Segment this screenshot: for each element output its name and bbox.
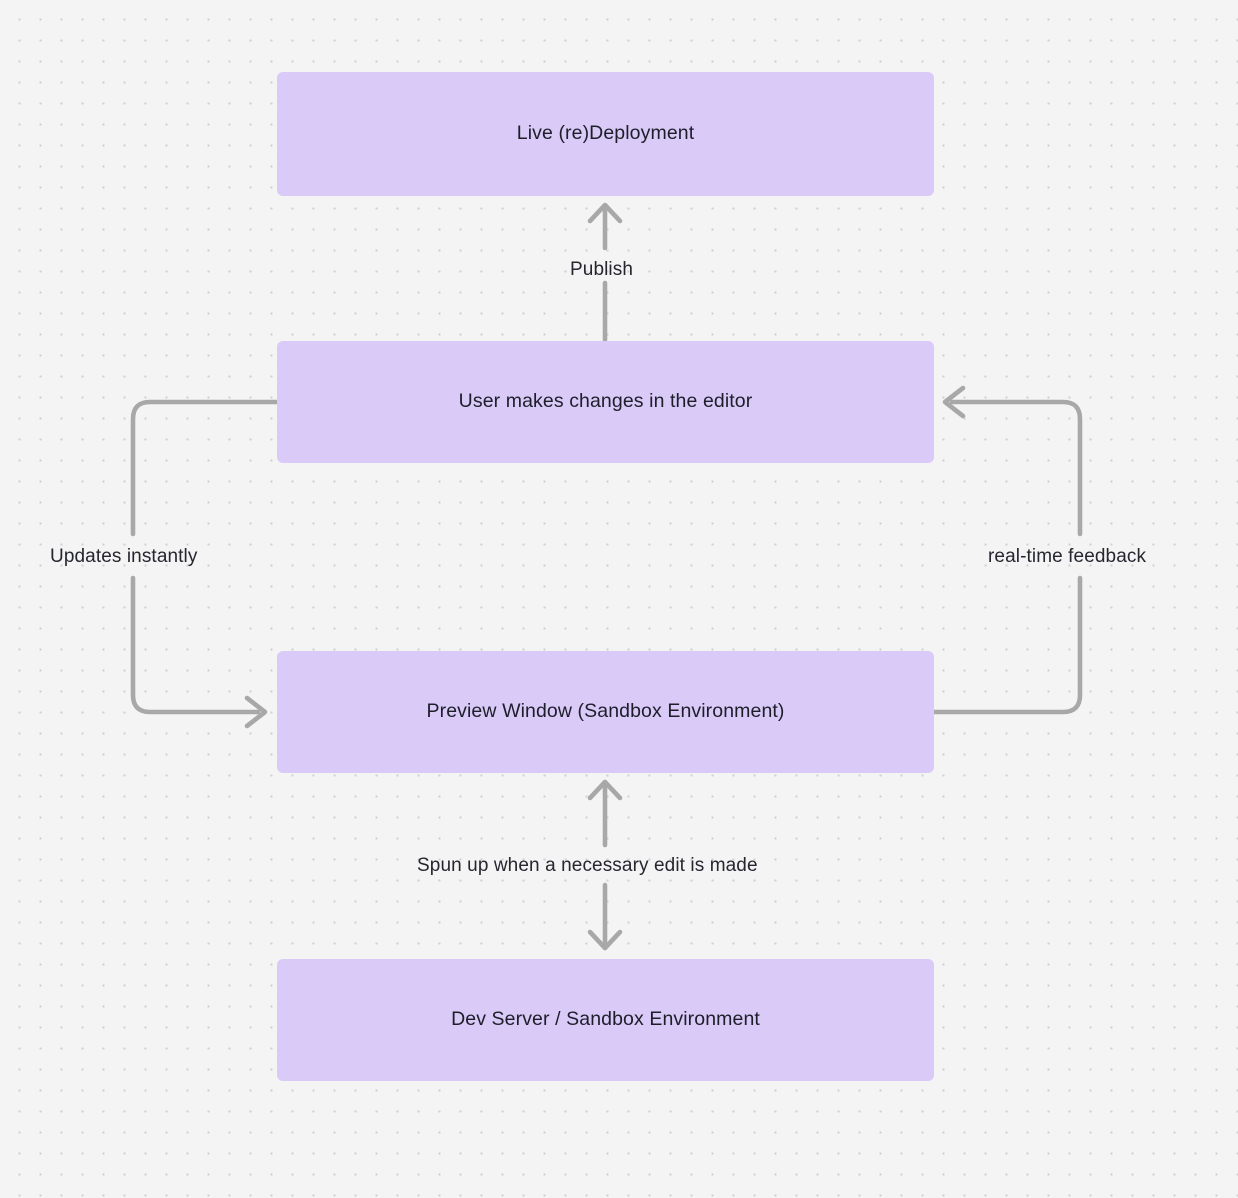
- edge-updates-arrowhead: [244, 695, 268, 729]
- node-user-makes-changes-in-the-editor[interactable]: User makes changes in the editor: [277, 341, 934, 463]
- edge-label-real-time-feedback: real-time feedback: [988, 546, 1147, 567]
- edge-label-spun-up-when-a-necessary-edit-is-made: Spun up when a necessary edit is made: [417, 855, 758, 876]
- node-label: Live (re)Deployment: [516, 122, 695, 145]
- edge-updates-lower: [130, 575, 261, 715]
- edge-updates-upper: [130, 399, 280, 537]
- edge-feedback-lower: [931, 575, 1083, 715]
- edge-feedback-upper: [949, 399, 1083, 537]
- node-live-redeployment[interactable]: Live (re)Deployment: [277, 72, 934, 196]
- edge-feedback-arrowhead: [942, 385, 966, 419]
- node-label: Preview Window (Sandbox Environment): [426, 700, 785, 723]
- edge-spun-arrowhead-down: [587, 929, 623, 951]
- edge-publish-arrowhead: [587, 202, 623, 224]
- node-label: User makes changes in the editor: [458, 390, 753, 413]
- edge-spun-arrowhead-up: [587, 779, 623, 801]
- node-dev-server-sandbox-environment[interactable]: Dev Server / Sandbox Environment: [277, 959, 934, 1081]
- node-preview-window-sandbox-environment[interactable]: Preview Window (Sandbox Environment): [277, 651, 934, 773]
- edge-label-publish: Publish: [570, 259, 634, 280]
- edge-label-updates-instantly: Updates instantly: [50, 546, 198, 567]
- node-label: Dev Server / Sandbox Environment: [451, 1008, 760, 1031]
